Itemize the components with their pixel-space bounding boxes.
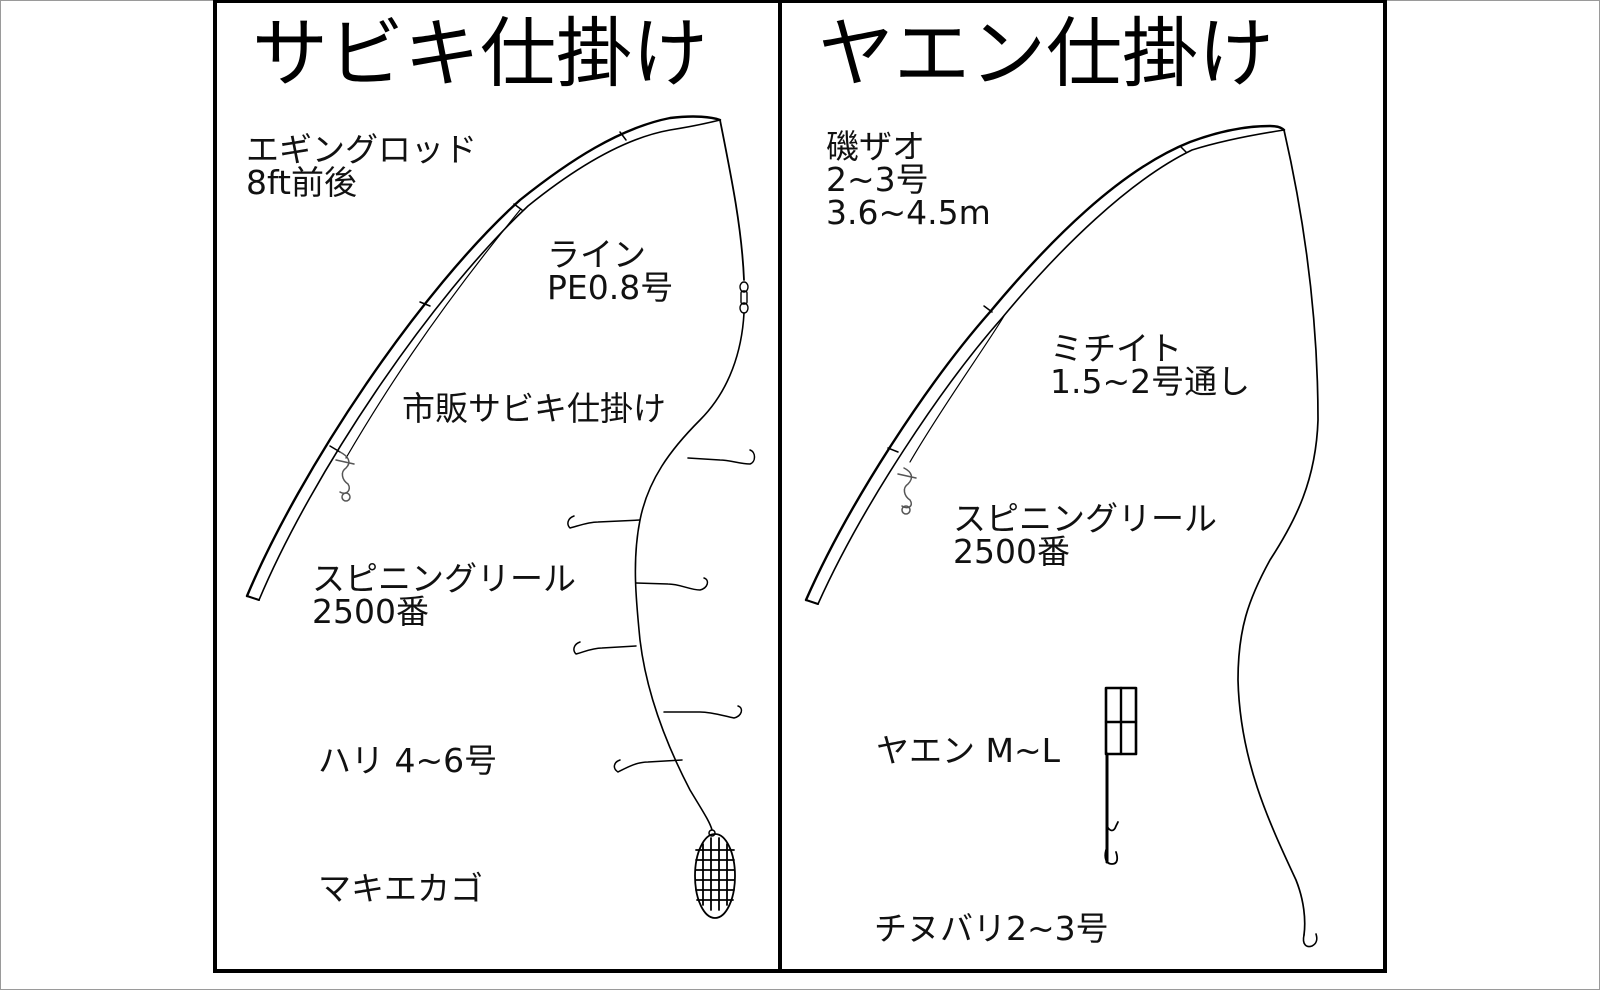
label-basket-sabiki: マキエカゴ bbox=[318, 872, 483, 905]
label-rod-yaen: 磯ザオ 2~3号 3.6~4.5m bbox=[826, 130, 991, 229]
panel-divider bbox=[778, 0, 782, 970]
label-yaen-name: ヤエン M~L bbox=[876, 731, 1060, 770]
label-reel-type: スピニングリール bbox=[312, 559, 576, 598]
label-line-size: 1.5~2号通し bbox=[1050, 362, 1251, 401]
label-rod-length: 8ft前後 bbox=[246, 163, 357, 202]
label-hook-sabiki: ハリ 4~6号 bbox=[318, 744, 497, 777]
label-line-size: PE0.8号 bbox=[547, 268, 674, 307]
diagram-frame bbox=[213, 0, 1387, 973]
label-rod-length: 3.6~4.5m bbox=[826, 193, 991, 232]
label-reel-sabiki: スピニングリール 2500番 bbox=[312, 562, 576, 628]
label-hook-yaen: チヌバリ2~3号 bbox=[874, 912, 1109, 945]
label-rig-name: 市販サビキ仕掛け bbox=[402, 389, 666, 428]
label-hook-size: ハリ 4~6号 bbox=[318, 741, 498, 780]
label-rod-type: エギングロッド bbox=[246, 130, 477, 169]
panel-title-yaen: ヤエン仕掛け bbox=[818, 9, 1274, 98]
label-line-type: ミチイト bbox=[1050, 329, 1182, 368]
label-line-yaen: ミチイト 1.5~2号通し bbox=[1050, 332, 1250, 398]
label-reel-type: スピニングリール bbox=[953, 499, 1217, 538]
label-rig-sabiki: 市販サビキ仕掛け bbox=[402, 392, 666, 425]
label-rod-sabiki: エギングロッド 8ft前後 bbox=[246, 133, 477, 199]
label-line-sabiki: ライン PE0.8号 bbox=[547, 238, 673, 304]
label-reel-yaen: スピニングリール 2500番 bbox=[953, 502, 1217, 568]
label-line-type: ライン bbox=[547, 235, 646, 274]
label-rod-type: 磯ザオ bbox=[826, 127, 925, 166]
label-basket-name: マキエカゴ bbox=[318, 869, 483, 908]
label-rod-size: 2~3号 bbox=[826, 160, 929, 199]
label-reel-size: 2500番 bbox=[312, 592, 429, 631]
label-reel-size: 2500番 bbox=[953, 532, 1070, 571]
panel-title-sabiki: サビキ仕掛け bbox=[252, 9, 708, 98]
label-hook-size: チヌバリ2~3号 bbox=[874, 909, 1109, 948]
label-yaen-size: ヤエン M~L bbox=[876, 734, 1060, 767]
